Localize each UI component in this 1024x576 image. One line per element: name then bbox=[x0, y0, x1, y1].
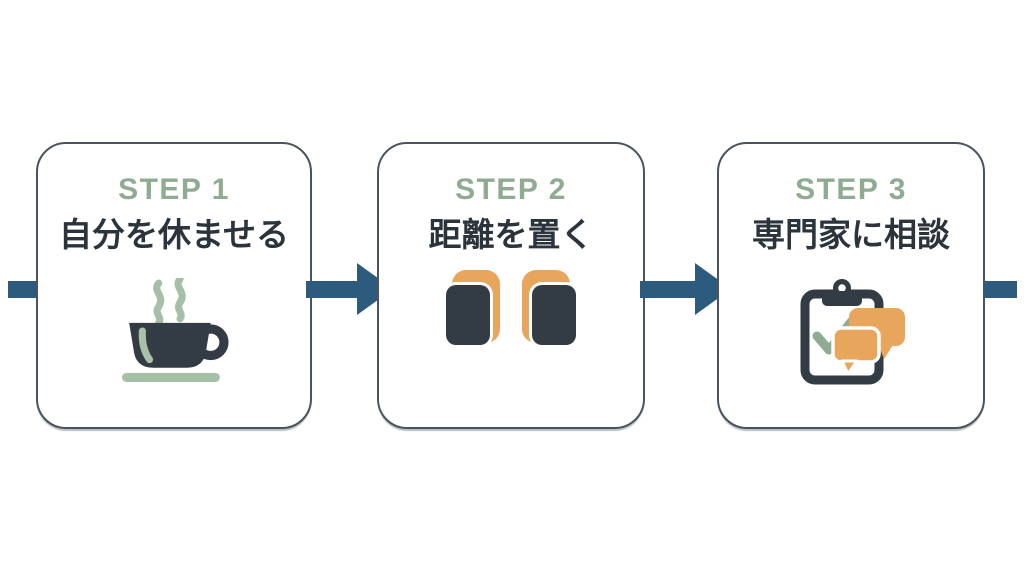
coffee-cup-icon bbox=[116, 278, 232, 382]
step-label-2: STEP 2 bbox=[455, 173, 567, 206]
arrow-1-shaft bbox=[306, 281, 358, 298]
flow-line-left-stub bbox=[8, 281, 39, 298]
arrow-2-shaft bbox=[640, 281, 696, 298]
step-card-2: STEP 2 距離を置く bbox=[377, 142, 645, 429]
step-label-1: STEP 1 bbox=[118, 173, 230, 206]
step-card-3: STEP 3 専門家に相談 bbox=[717, 142, 985, 429]
phone-left-body bbox=[446, 285, 490, 345]
flow-line-right-stub bbox=[983, 281, 1017, 298]
step-title-1: 自分を休ませる bbox=[58, 216, 289, 253]
phone-left-icon bbox=[446, 270, 500, 346]
phones-apart-icon bbox=[446, 270, 576, 348]
phone-right-icon bbox=[522, 270, 576, 346]
step-title-3: 専門家に相談 bbox=[752, 216, 950, 253]
clipboard-consult-icon bbox=[791, 278, 911, 388]
step-title-2: 距離を置く bbox=[428, 216, 594, 253]
step-card-1: STEP 1 自分を休ませる bbox=[36, 142, 312, 429]
step-label-3: STEP 3 bbox=[795, 173, 907, 206]
phone-right-body bbox=[532, 285, 576, 345]
